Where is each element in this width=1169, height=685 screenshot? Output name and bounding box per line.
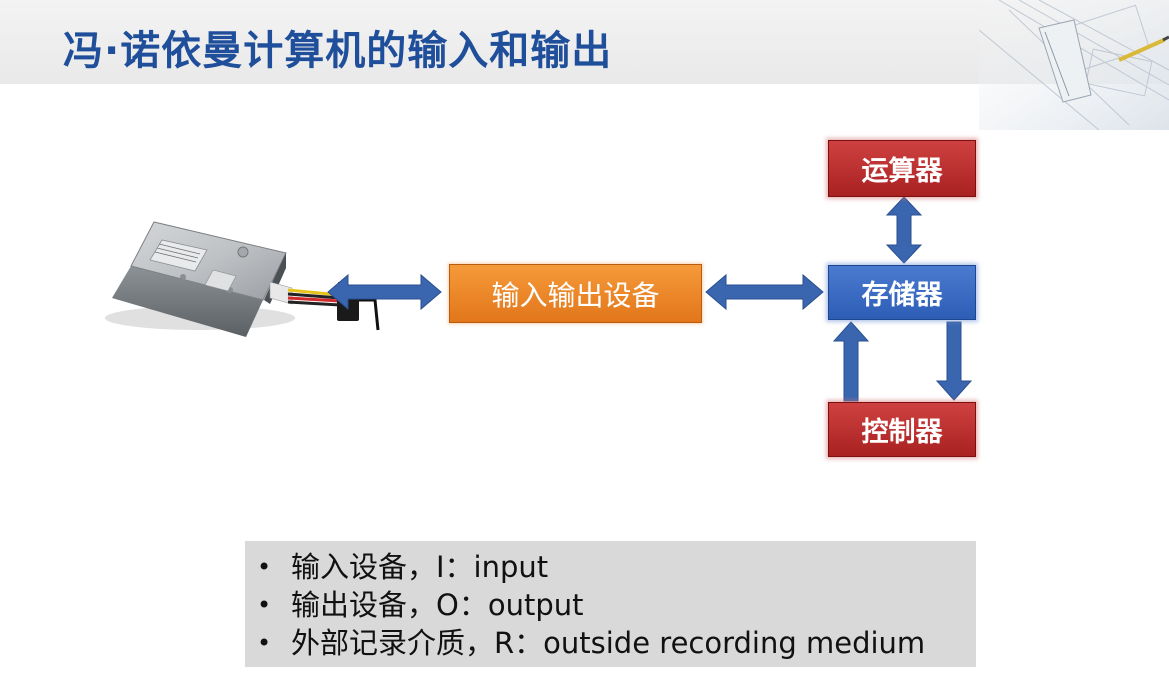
list-item: • 输入设备，I：input xyxy=(253,548,976,586)
memory-label: 存储器 xyxy=(861,280,943,311)
list-item: • 外部记录介质，R：outside recording medium xyxy=(253,624,976,662)
io-device-label: 输入输出设备 xyxy=(491,278,660,312)
corner-drafting-tools-icon xyxy=(979,0,1169,130)
notes-list: • 输入设备，I：input • 输出设备，O：output • 外部记录介质，R：o… xyxy=(253,548,976,662)
note-text: 外部记录介质，R：outside recording medium xyxy=(291,626,926,660)
alu-box: 运算器 xyxy=(828,140,976,197)
alu-label: 运算器 xyxy=(861,156,943,187)
hard-disk-drive-icon xyxy=(105,221,380,337)
io-device-box: 输入输出设备 xyxy=(449,264,702,323)
note-text: 输入设备，I：input xyxy=(291,550,549,584)
bullet-icon: • xyxy=(257,629,272,657)
control-box: 控制器 xyxy=(828,402,976,457)
note-text: 输出设备，O：output xyxy=(291,588,584,622)
list-item: • 输出设备，O：output xyxy=(253,586,976,624)
notes-panel: • 输入设备，I：input • 输出设备，O：output • 外部记录介质，R：o… xyxy=(245,541,976,667)
bullet-icon: • xyxy=(257,591,272,619)
control-label: 控制器 xyxy=(861,417,943,448)
page-title: 冯·诺依曼计算机的输入和输出 xyxy=(63,28,613,74)
bullet-icon: • xyxy=(257,553,272,581)
memory-box: 存储器 xyxy=(828,265,976,320)
double-arrow-icon xyxy=(327,196,973,402)
title-bar xyxy=(0,0,1169,84)
